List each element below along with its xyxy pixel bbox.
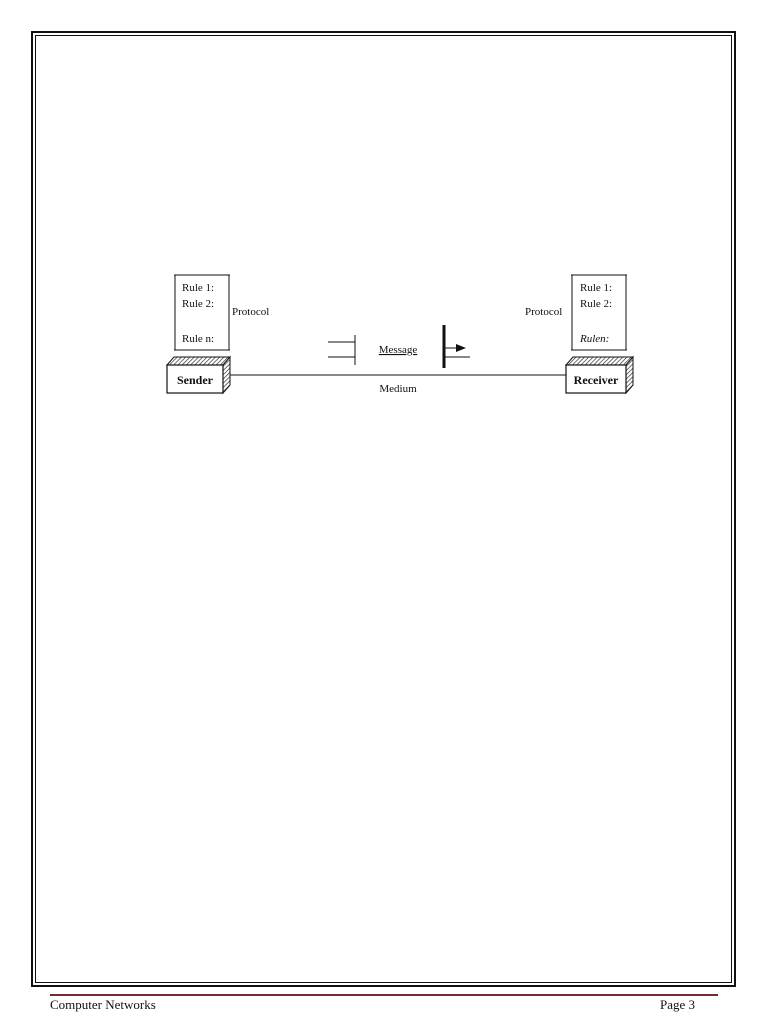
message-indicator: Message: [328, 325, 470, 368]
receiver-rule-2: Rule 2:: [580, 298, 612, 310]
footer-title: Computer Networks: [50, 997, 156, 1012]
message-label: Message: [379, 344, 418, 356]
sender-rules-box: Rule 1: Rule 2: Rule n:: [174, 274, 230, 351]
sender-rule-2: Rule 2:: [182, 298, 214, 310]
receiver-rules-box: Rule 1: Rule 2: Rulen:: [571, 274, 627, 351]
protocol-communication-diagram: Rule 1: Rule 2: Rule n: Protocol Sender …: [150, 265, 650, 405]
receiver-device: Receiver: [564, 355, 635, 395]
sender-label: Sender: [177, 373, 214, 387]
medium-label: Medium: [379, 383, 417, 395]
footer-divider: [50, 994, 718, 996]
sender-rule-n: Rule n:: [182, 333, 214, 345]
sender-protocol-label: Protocol: [232, 306, 269, 318]
receiver-protocol-label: Protocol: [525, 306, 562, 318]
receiver-rule-n: Rulen:: [579, 333, 609, 345]
page-number: Page 3: [659, 997, 695, 1012]
page-border-inner: [35, 35, 732, 983]
receiver-label: Receiver: [574, 373, 619, 387]
page-border-outer: [31, 31, 736, 987]
sender-rule-1: Rule 1:: [182, 282, 214, 294]
receiver-rule-1: Rule 1:: [580, 282, 612, 294]
sender-device: Sender: [165, 355, 232, 395]
